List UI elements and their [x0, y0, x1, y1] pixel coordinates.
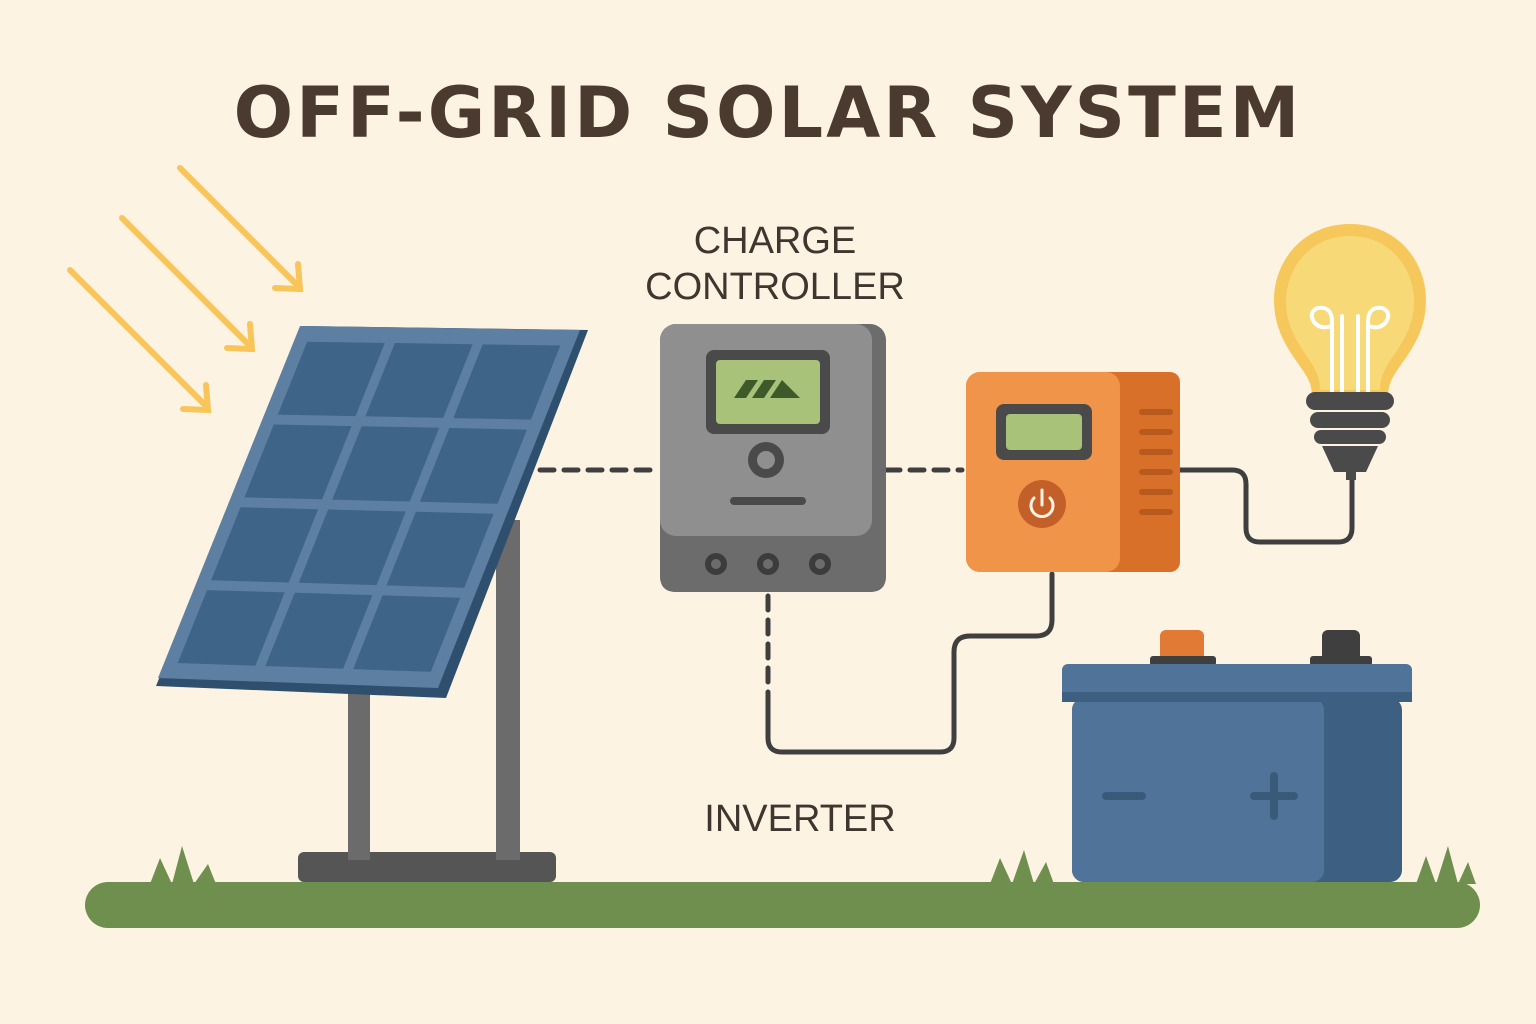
inverter-screen — [1006, 414, 1082, 450]
controller-slot — [730, 497, 806, 505]
grass-tuft-middle — [990, 850, 1054, 884]
wires — [537, 467, 1355, 755]
grass-tuft-right — [1416, 846, 1476, 884]
bulb-base-ring-3 — [1314, 430, 1386, 444]
panel-stand — [298, 520, 556, 882]
panel-cell — [177, 590, 285, 666]
battery-icon — [1062, 630, 1412, 882]
inverter-icon — [966, 372, 1180, 572]
charge-controller-icon — [660, 324, 886, 592]
bulb-base-ring-1 — [1306, 392, 1394, 410]
ground — [85, 846, 1480, 928]
bulb-base-ring-2 — [1310, 412, 1390, 428]
panel-cell — [332, 426, 440, 502]
panel-cell — [453, 344, 561, 420]
wire-inverter-to-bulb — [1177, 467, 1355, 545]
battery-lid — [1062, 664, 1412, 700]
solar-panel-icon — [156, 326, 588, 698]
grass-tuft-left — [150, 846, 216, 884]
sun-rays-icon — [67, 165, 304, 414]
panel-cell — [265, 592, 373, 669]
panel-cell — [353, 595, 461, 672]
page-title: OFF-GRID SOLAR SYSTEM — [233, 72, 1303, 154]
bulb-filament — [1309, 305, 1391, 394]
panel-cell — [298, 509, 406, 586]
wire-inverter-loop — [765, 571, 1055, 755]
controller-screen-icon — [734, 380, 800, 398]
panel-cell — [365, 343, 473, 418]
light-bulb-icon — [1274, 224, 1426, 480]
panel-cell — [211, 507, 319, 583]
panel-cells — [177, 341, 561, 672]
panel-cell — [277, 341, 385, 417]
battery-terminal-right — [1322, 630, 1360, 664]
panel-cell — [419, 428, 527, 504]
battery-terminal-left — [1160, 630, 1204, 664]
inverter-label: INVERTER — [704, 798, 896, 840]
panel-cell — [386, 511, 494, 588]
charge-controller-label: CHARGE CONTROLLER — [600, 218, 950, 310]
charge-controller-label-line2: CONTROLLER — [645, 266, 905, 308]
charge-controller-label-line1: CHARGE — [693, 220, 857, 262]
inverter-vents — [1139, 409, 1173, 515]
panel-cell — [244, 424, 352, 500]
